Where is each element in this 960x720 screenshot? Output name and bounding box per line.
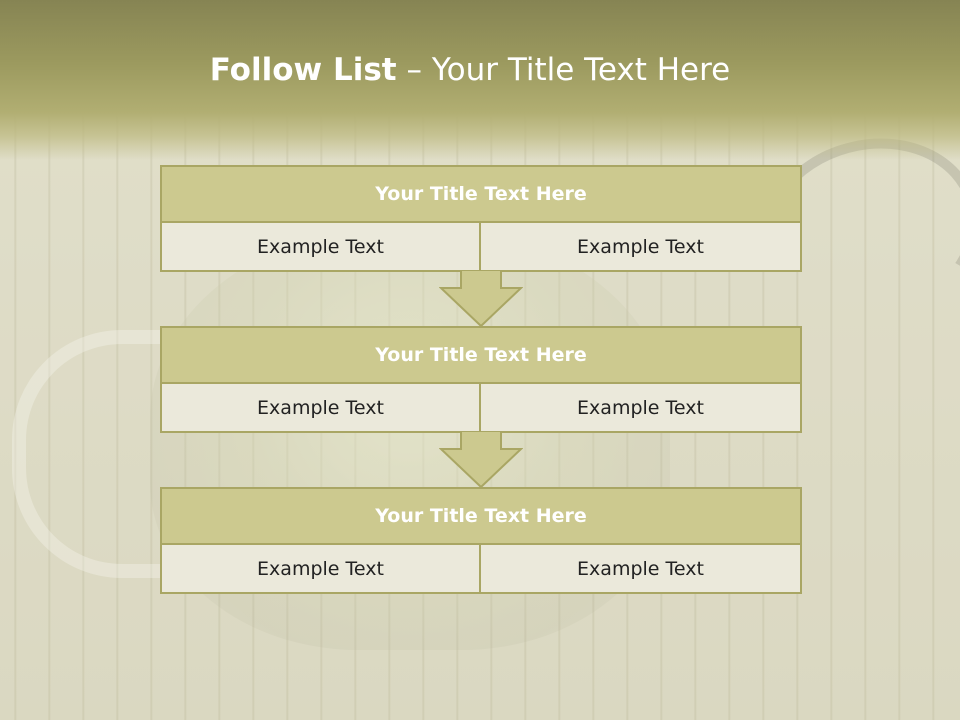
step-row-3: Example Text Example Text	[160, 545, 802, 594]
step-row-2: Example Text Example Text	[160, 384, 802, 433]
down-arrow-icon	[439, 431, 523, 489]
step-block-3: Your Title Text Here Example Text Exampl…	[160, 487, 802, 594]
step-title-2: Your Title Text Here	[160, 326, 802, 384]
slide-title-bold: Follow List	[209, 52, 397, 88]
header-band	[0, 0, 960, 160]
step-title-3: Your Title Text Here	[160, 487, 802, 545]
step-block-1: Your Title Text Here Example Text Exampl…	[160, 165, 802, 272]
down-arrow-icon	[439, 270, 523, 328]
step-2-right-text: Example Text	[481, 384, 802, 433]
step-1-right-text: Example Text	[481, 223, 802, 272]
step-3-left-text: Example Text	[160, 545, 481, 594]
step-2-left-text: Example Text	[160, 384, 481, 433]
step-1-left-text: Example Text	[160, 223, 481, 272]
step-3-right-text: Example Text	[481, 545, 802, 594]
slide-title: Follow List – Your Title Text Here	[0, 52, 940, 88]
step-row-1: Example Text Example Text	[160, 223, 802, 272]
slide-title-rest: – Your Title Text Here	[396, 52, 731, 88]
step-block-2: Your Title Text Here Example Text Exampl…	[160, 326, 802, 433]
step-title-1: Your Title Text Here	[160, 165, 802, 223]
